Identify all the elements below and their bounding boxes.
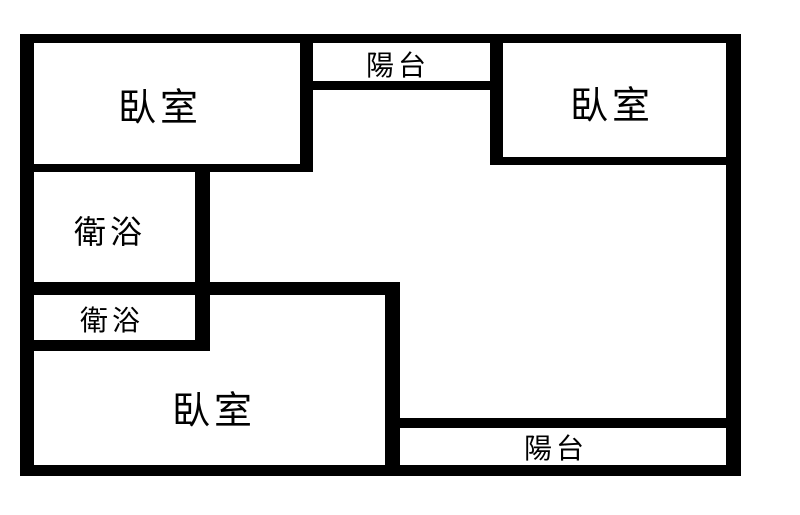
wall-bedroom-tr-left xyxy=(490,34,503,165)
room-label-bedroom-top-left: 臥室 xyxy=(117,85,203,130)
room-label-bedroom-bottom: 臥室 xyxy=(171,388,257,433)
room-label-balcony-top: 陽台 xyxy=(365,49,431,82)
wall-bedroom-bottom-right xyxy=(385,282,400,476)
wall-bedroom-tl-right xyxy=(300,34,313,172)
wall-bedroom-tr-bottom xyxy=(490,157,741,165)
wall-bath-divider xyxy=(20,282,400,295)
outer-wall-left xyxy=(20,34,34,476)
wall-bedroom-tl-bottom xyxy=(20,164,313,172)
room-label-bedroom-top-right: 臥室 xyxy=(569,83,655,128)
outer-wall-top xyxy=(20,34,741,43)
room-label-balcony-bottom: 陽台 xyxy=(523,432,589,465)
wall-balcony-top-bottom xyxy=(300,81,502,90)
wall-balcony-bottom-top xyxy=(385,418,741,428)
room-label-bathroom-2: 衛浴 xyxy=(79,304,145,337)
outer-wall-bottom xyxy=(20,465,741,476)
outer-wall-right xyxy=(726,34,741,476)
room-label-bathroom-1: 衛浴 xyxy=(73,213,147,251)
wall-bath-right xyxy=(195,164,210,351)
wall-bath2-bottom xyxy=(20,340,210,351)
